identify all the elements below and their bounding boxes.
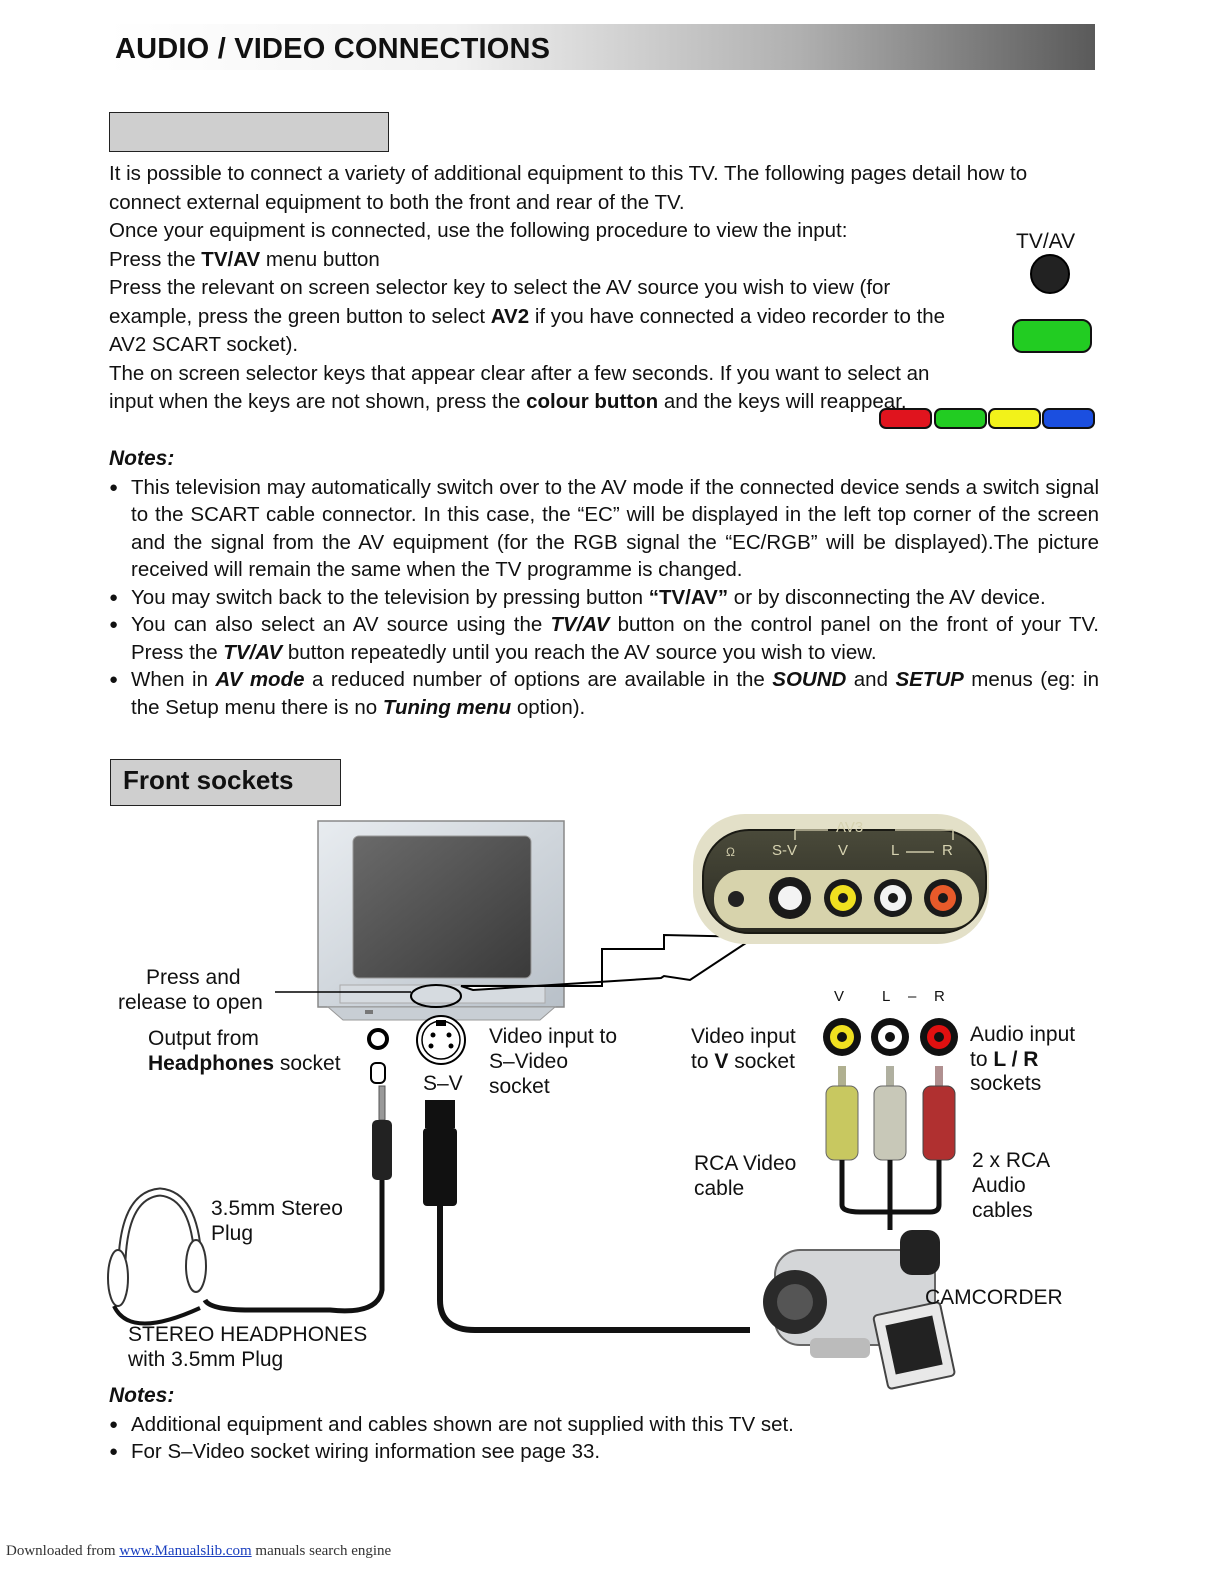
socket-l-label: L [882, 988, 891, 1005]
panel-v-label: V [838, 842, 849, 859]
socket-r-label: R [934, 988, 945, 1005]
note-bullet: You can also select an AV source using t… [109, 611, 1099, 666]
headphone-symbol-icon [370, 1062, 386, 1084]
video-sv-label-3: socket [489, 1075, 550, 1098]
panel-sv-label: S-V [772, 842, 798, 859]
rca-audio-label-2: Audio [972, 1174, 1026, 1197]
page-title: AUDIO / VIDEO CONNECTIONS [115, 33, 551, 65]
panel-av3-label: AV3 [836, 819, 864, 836]
notes-block-2: Notes: Additional equipment and cables s… [109, 1382, 1099, 1466]
manualslib-link[interactable]: www.Manualslib.com [119, 1543, 252, 1559]
section-label-box [109, 112, 389, 152]
green-colour-button [934, 408, 987, 429]
notes-block-1: Notes: This television may automatically… [109, 445, 1099, 721]
intro-text: It is possible to connect a variety of a… [109, 160, 1099, 417]
press-release-label-2: release to open [118, 991, 263, 1014]
rca-cables-image [825, 1066, 956, 1230]
video-v-label-1: Video input [691, 1025, 796, 1048]
front-panel-closeup: Ω [693, 814, 989, 944]
video-sv-label-2: S–Video [489, 1050, 569, 1073]
camcorder-label: CAMCORDER [925, 1286, 1063, 1309]
camcorder-image [763, 1230, 956, 1390]
audio-label-1: Audio input [970, 1023, 1076, 1046]
rca-video-label-2: cable [694, 1177, 745, 1200]
press-release-label-1: Press and [146, 966, 241, 989]
note-bullet: When in AV mode a reduced number of opti… [109, 666, 1099, 721]
notes-heading: Notes: [109, 1384, 175, 1407]
socket-v-label: V [834, 988, 845, 1005]
output-label-2: Headphones socket [148, 1052, 341, 1075]
rca-video-label-1: RCA Video [694, 1152, 797, 1175]
connection-diagram: Ω [107, 814, 989, 1390]
intro-paragraph-5: The on screen selector keys that appear … [109, 361, 930, 414]
s-video-socket-icon [416, 1015, 466, 1065]
television-image [317, 820, 565, 1021]
header-bar [108, 24, 1095, 70]
green-remote-button [1012, 319, 1092, 353]
notes-heading: Notes: [109, 447, 175, 470]
note-bullet: For S–Video socket wiring information se… [109, 1438, 1099, 1466]
headphones-label-2: with 3.5mm Plug [128, 1348, 284, 1371]
headphone-jack-icon [728, 891, 744, 907]
plug-label-2: Plug [211, 1222, 254, 1245]
headphone-socket-icon [367, 1028, 389, 1050]
panel-l-label: L [891, 842, 900, 859]
intro-paragraph-1: It is possible to connect a variety of a… [109, 162, 1028, 214]
intro-paragraph-3: Press the TV/AV menu button [109, 247, 380, 271]
rca-audio-label-3: cables [972, 1199, 1033, 1222]
output-label-1: Output from [148, 1027, 259, 1050]
note-bullet: This television may automatically switch… [109, 474, 1099, 584]
intro-paragraph-2: Once your equipment is connected, use th… [109, 219, 848, 242]
panel-r-label: R [942, 842, 953, 859]
video-v-label-2: to V socket [691, 1050, 795, 1073]
blue-colour-button [1042, 408, 1095, 429]
s-video-cable-image [423, 1100, 750, 1333]
front-sockets-title: Front sockets [123, 765, 294, 795]
note-bullet: You may switch back to the television by… [109, 584, 1099, 612]
tvav-remote-button [1030, 254, 1070, 294]
audio-label-2: to L / R [970, 1048, 1039, 1071]
socket-dash-label: – [908, 988, 917, 1005]
s-video-socket-label: S–V [423, 1072, 463, 1095]
note-bullet: Additional equipment and cables shown ar… [109, 1411, 1099, 1439]
stereo-plug-image [202, 1085, 392, 1314]
audio-label-3: sockets [970, 1072, 1042, 1095]
remote-buttons-illustration [879, 254, 1095, 429]
headphones-label-1: STEREO HEADPHONES [128, 1323, 368, 1346]
svg-text:Ω: Ω [726, 845, 735, 859]
headphones-image [107, 1187, 207, 1326]
video-sv-label-1: Video input to [489, 1025, 618, 1048]
plug-label-1: 3.5mm Stereo [211, 1197, 343, 1220]
yellow-colour-button [988, 408, 1041, 429]
tvav-button-label: TV/AV [1016, 230, 1076, 253]
front-sockets-box [110, 759, 341, 806]
footer: Downloaded from www.Manualslib.com manua… [6, 1543, 392, 1559]
red-colour-button [879, 408, 932, 429]
front-panel-marker [410, 984, 462, 1008]
intro-paragraph-4: Press the relevant on screen selector ke… [109, 276, 946, 356]
rca-audio-label-1: 2 x RCA [972, 1149, 1051, 1172]
